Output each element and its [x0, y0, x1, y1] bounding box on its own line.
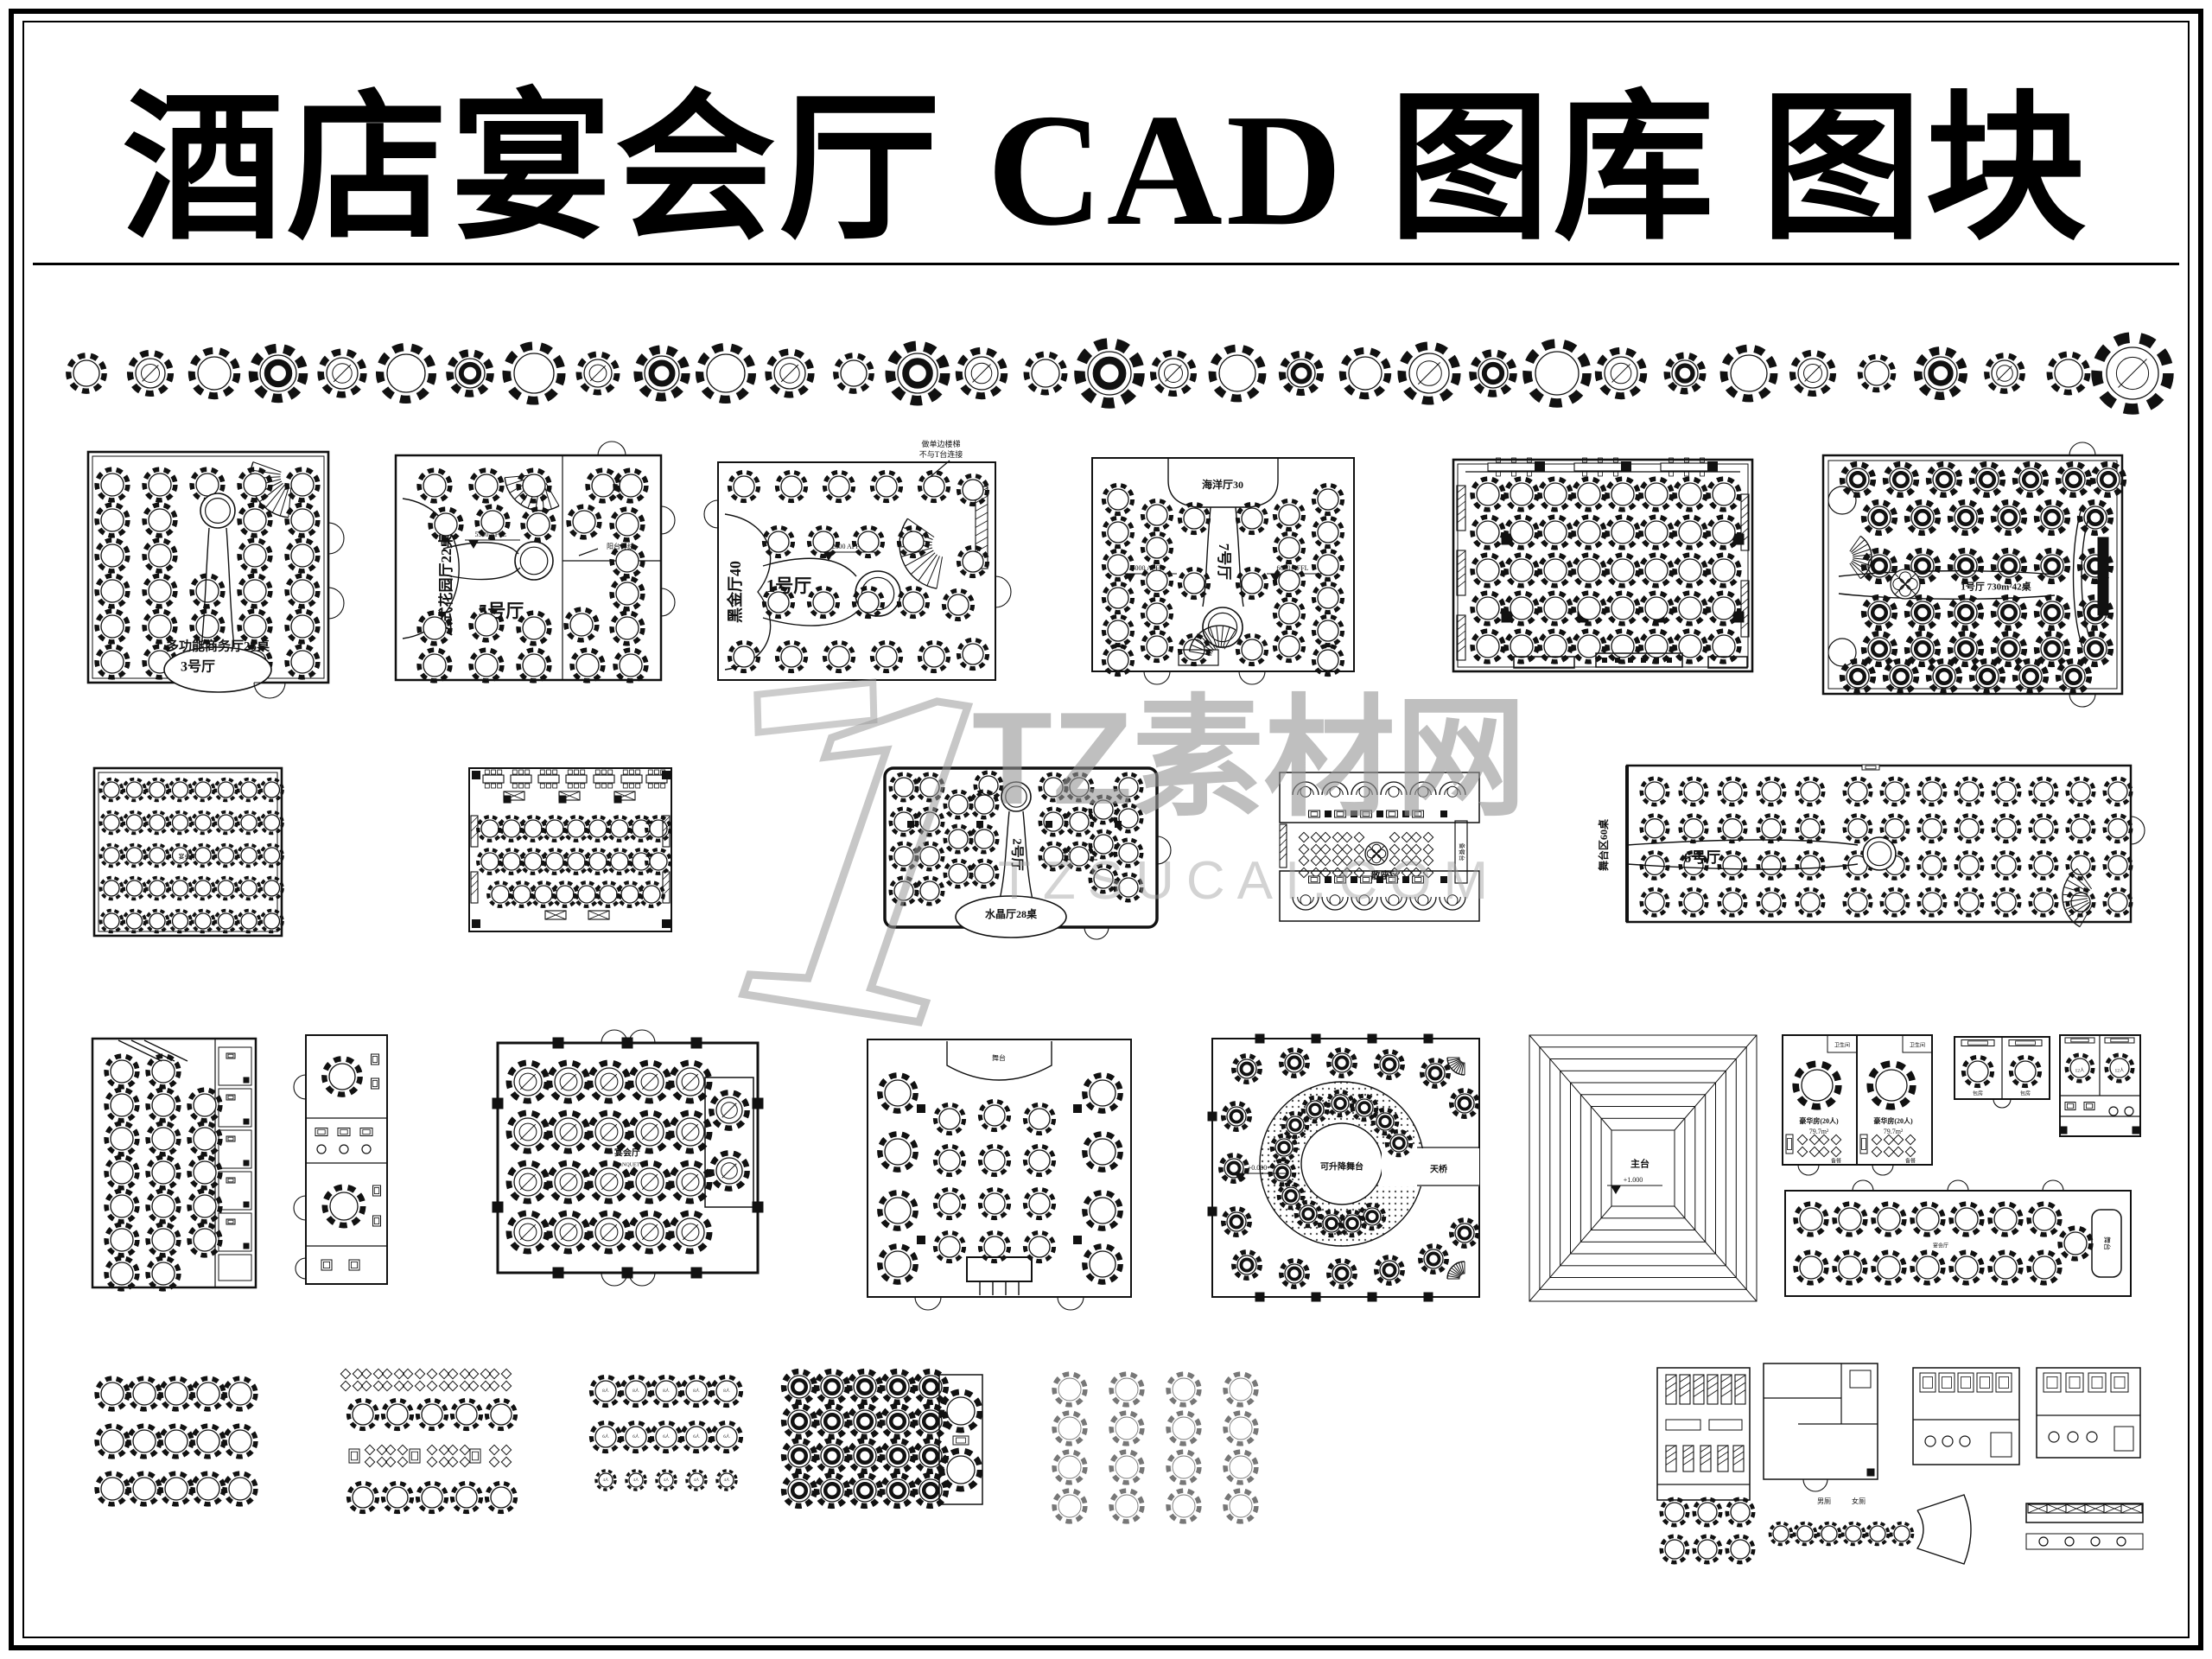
plan-label: BANQUET — [615, 1162, 640, 1167]
plan-label: 舞台区60桌 — [1597, 818, 1610, 872]
plan-label: 4人 — [603, 1478, 609, 1482]
plan-label: 12人 — [2114, 1067, 2125, 1073]
plan-label: +0.000 — [1248, 1164, 1268, 1172]
group-restroom-a — [1912, 1367, 2020, 1465]
plan-round-stage: 可升降舞台 天桥 +0.000 — [1207, 1033, 1480, 1302]
plan-label: 女厕 — [1852, 1497, 1866, 1505]
group-tables-5x3 — [94, 1376, 258, 1507]
group-small-rounds — [1659, 1497, 1756, 1565]
plan-hall3: 多功能商务厅28桌 3号厅 — [86, 450, 345, 699]
plan-banquet-square: 宴会厅 BANQUET — [492, 1029, 764, 1287]
plan-label: 做单边楼梯 — [921, 439, 960, 448]
plan-label: 备餐 — [1831, 1157, 1841, 1164]
sheet-title: 酒店宴会厅 CAD 图库 图块 — [122, 81, 2090, 259]
plan-hall-730: 1号厅 730m²42桌 — [1821, 442, 2127, 708]
plan-label: 豪华房(20人) — [1799, 1116, 1839, 1125]
plan-label: 男厕 — [1817, 1497, 1831, 1505]
plan-label: 包房 — [1973, 1090, 1983, 1096]
plan-label: 6人 — [723, 1434, 730, 1440]
plan-baofang: 包房 包房 — [1954, 1036, 2050, 1109]
plan-label: 79.7m² — [1884, 1128, 1904, 1135]
plan-label: 8人 — [693, 1389, 700, 1394]
plan-label: 1号厅 730m²42桌 — [1961, 581, 2031, 593]
plan-label: 包房 — [2020, 1090, 2031, 1096]
plan-label: 4人 — [664, 1478, 670, 1482]
group-service-room — [1763, 1363, 1878, 1492]
group-tables-dark — [780, 1368, 983, 1510]
plan-grid-40 — [1452, 457, 1754, 673]
plan-label: 多功能商务厅28桌 — [166, 638, 270, 653]
group-fan-row: 男厕 女厕 — [1768, 1494, 1972, 1565]
plan-label: 8人 — [632, 1389, 639, 1394]
plan-hall6: 舞台区60桌 6号厅 — [1597, 764, 2145, 928]
plan-label: 豪华房(20人) — [1873, 1116, 1913, 1125]
plan-label: 12人 — [2075, 1067, 2085, 1073]
plan-label: 3号厅 — [181, 659, 215, 675]
plan-main-stage: 主台 +1.000 — [1529, 1034, 1758, 1302]
plan-label: 宴会厅 — [614, 1147, 640, 1158]
sheet-outer-border — [9, 9, 2203, 1650]
plan-label: 卫生间 — [1910, 1041, 1925, 1048]
plan-label: 8人 — [602, 1389, 609, 1394]
plan-label: 宴会厅 — [1933, 1242, 1948, 1249]
plan-label: 5300 AFFL — [474, 531, 506, 538]
plan-label: 备餐 — [1905, 1157, 1916, 1164]
plan-label: 8人 — [723, 1389, 730, 1394]
plan-label: 阳台界线 — [607, 542, 634, 550]
plan-label: 舞台 — [2103, 1236, 2112, 1250]
plan-hall2: 水晶厅28桌 2号厅 5100 AFFL — [883, 766, 1172, 940]
plan-label: 黑金厅40 — [726, 561, 744, 623]
plan-label: 6人 — [663, 1434, 670, 1440]
plan-longtable-hall — [468, 767, 672, 932]
plan-label: 6号厅 — [1684, 849, 1721, 866]
table-symbol-row — [66, 332, 2174, 415]
plan-label: 宴会厅 — [179, 853, 197, 861]
plan-label: 8人 — [663, 1389, 670, 1394]
plan-label: 6人 — [693, 1434, 700, 1440]
group-bar-counter — [2025, 1503, 2144, 1550]
plan-label: 4人 — [694, 1478, 700, 1482]
plan-label: 6人 — [602, 1434, 609, 1440]
plan-label: 2号厅 — [1010, 838, 1025, 871]
plan-label: 不与T台连接 — [919, 449, 963, 459]
plan-private-corridor — [293, 1034, 388, 1285]
plan-label: 12800 AFFL — [828, 543, 863, 550]
plan-banquet-grid-small: 宴会厅 — [92, 766, 284, 938]
plan-label: 水晶厅28桌 — [985, 907, 1038, 920]
plan-label: 舞台 — [992, 1053, 1006, 1062]
title-box: 酒店宴会厅 CAD 图库 图块 — [33, 45, 2179, 265]
sheet-inner-border — [22, 21, 2190, 1638]
group-kitchen — [1656, 1367, 1751, 1501]
plan-label: 7号厅 — [1216, 543, 1232, 581]
plan-label: 备餐台 — [1458, 843, 1465, 861]
plan-strip-hall: 舞台 宴会厅 — [1784, 1179, 2132, 1297]
plan-label: 79.7m² — [1809, 1128, 1829, 1135]
group-restroom-b — [2036, 1367, 2141, 1459]
plan-label: 6人 — [632, 1434, 639, 1440]
plan-label: 法式花园厅22桌 — [437, 533, 454, 637]
plan-label: 主台 — [1630, 1158, 1649, 1170]
plan-label: 卫生间 — [1834, 1041, 1850, 1048]
plan-label: 可升降舞台 — [1320, 1160, 1363, 1172]
plan-tall-rooms — [91, 1037, 257, 1292]
plan-label: 天桥 — [1430, 1163, 1448, 1174]
plan-label: 5100 AFFL — [1052, 850, 1084, 858]
group-tables-sized: 8人 8人 8人 8人 8人 6人 6人 6人 6人 6人 4人 4人 4人 4人 4人 — [588, 1374, 744, 1491]
plan-label: +1.000 — [1624, 1176, 1643, 1184]
plan-label: 4人 — [633, 1478, 639, 1482]
plan-label: 海洋厅30 — [1202, 478, 1243, 491]
plan-room-12: 12人 12人 — [2059, 1034, 2141, 1137]
plan-label: 4人 — [724, 1478, 730, 1482]
plan-stage-hall: 舞台 — [867, 1039, 1132, 1311]
group-tables-light — [1052, 1371, 1259, 1524]
plan-label: 6000 AFFL — [1131, 564, 1163, 572]
group-mixed-seating — [340, 1368, 518, 1515]
